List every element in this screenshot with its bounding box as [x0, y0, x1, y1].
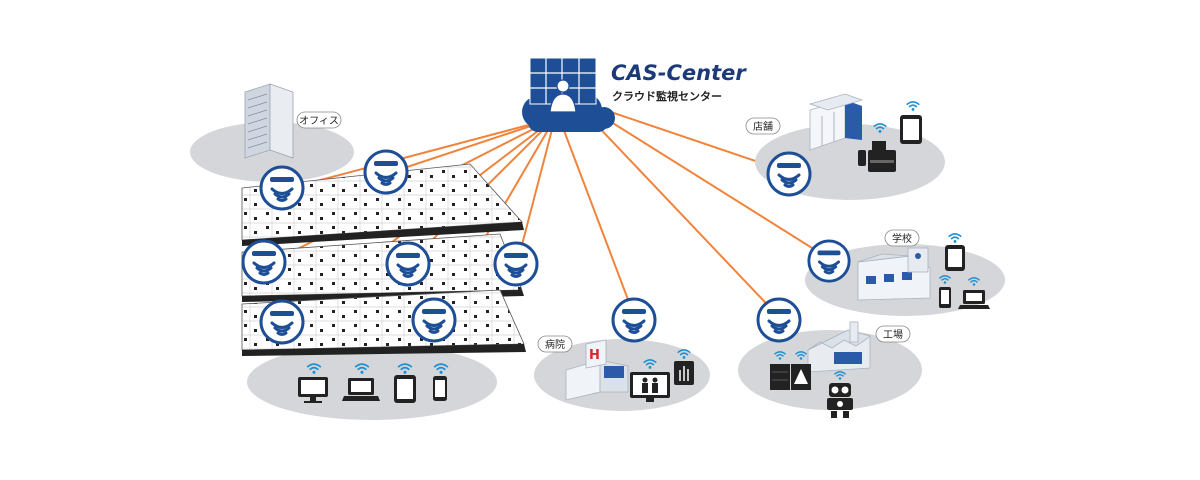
- factory-building: [807, 321, 871, 373]
- hospital-sign: H: [589, 348, 600, 363]
- store-label-text: 店舗: [753, 120, 773, 133]
- center-subtitle: クラウド監視センター: [612, 89, 722, 103]
- hospital-building: H: [565, 339, 629, 401]
- hospital-label: 病院: [537, 335, 573, 353]
- xray-icon: [674, 361, 694, 385]
- office-building: [244, 83, 294, 159]
- monitor-icon: [298, 377, 328, 403]
- hospital-label-text: 病院: [545, 338, 565, 351]
- laptop-icon: [342, 378, 380, 401]
- tablet-icon: [900, 115, 922, 144]
- factory-label: 工場: [875, 325, 911, 343]
- warning-panel-icon: [791, 364, 811, 390]
- robot-icon: [827, 383, 853, 418]
- store-site: 店舗: [745, 93, 922, 197]
- wifi-icon: [947, 233, 963, 243]
- office-label-text: オフィス: [299, 115, 339, 127]
- device-group: [298, 363, 449, 403]
- office-label: オフィス: [296, 111, 342, 129]
- floor-1-edge: [242, 344, 526, 356]
- line-office-1: [297, 117, 556, 187]
- hospital-site: H 病院: [537, 297, 694, 402]
- line-hospital: [559, 119, 636, 319]
- school-building: [857, 247, 931, 301]
- store-label: 店舗: [745, 117, 781, 135]
- school-label-text: 学校: [892, 232, 912, 245]
- sensor-icon: [766, 151, 812, 197]
- wifi-icon: [905, 101, 921, 111]
- cash-register-icon: [858, 141, 896, 172]
- sensor-icon: [493, 241, 539, 287]
- sensor-icon: [411, 297, 457, 343]
- factory-label-text: 工場: [883, 328, 903, 341]
- floor-3-edge: [242, 222, 524, 246]
- sensor-icon: [807, 239, 851, 283]
- sensor-icon: [259, 165, 305, 211]
- line-school: [599, 114, 829, 259]
- factory-site: 工場: [756, 297, 911, 418]
- sensor-icon: [241, 239, 287, 285]
- tablet-icon: [945, 245, 965, 271]
- building-floors: [241, 163, 526, 356]
- center-title: CAS-Center: [611, 61, 747, 85]
- sensor-icon: [756, 297, 802, 343]
- school-site: 学校: [807, 229, 990, 309]
- sensor-icon: [259, 299, 305, 345]
- laptop-icon: [958, 290, 990, 309]
- cloud-center: CAS-Center クラウド監視センター: [522, 57, 747, 132]
- phone-icon: [939, 287, 951, 308]
- tablet-icon: [394, 375, 416, 403]
- phone-icon: [433, 376, 447, 401]
- sensor-icon: [363, 149, 409, 195]
- server-icon: [770, 364, 790, 390]
- operator-icon: [549, 79, 577, 113]
- office-platform: [190, 122, 354, 182]
- school-label: 学校: [884, 229, 920, 247]
- line-factory: [589, 117, 781, 319]
- sensor-icon: [611, 297, 657, 343]
- line-office-2: [391, 117, 556, 173]
- store-building: [808, 93, 864, 151]
- sensor-icon: [385, 241, 431, 287]
- monitor-icon: [630, 372, 670, 402]
- line-floor2-3: [516, 117, 556, 265]
